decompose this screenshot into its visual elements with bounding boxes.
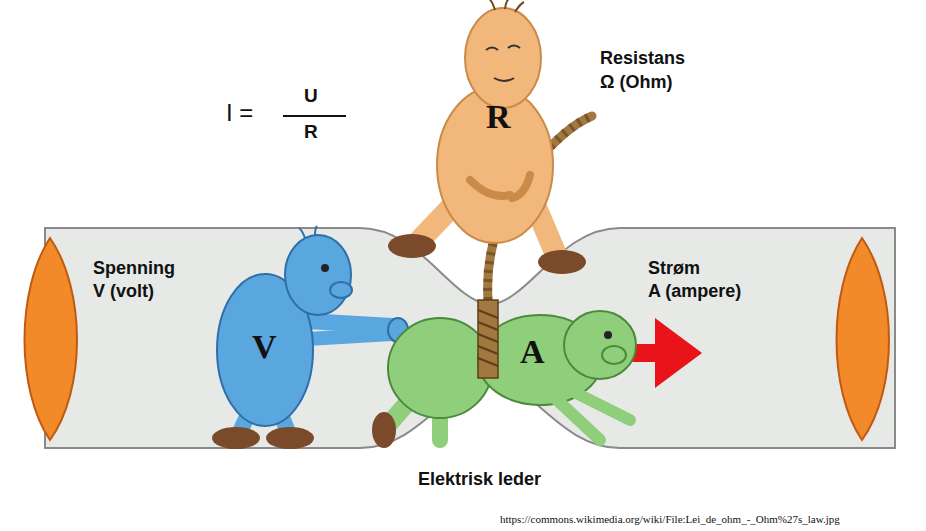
formula-text: U — [304, 85, 318, 107]
conductor-label: Elektrisk leder — [418, 469, 541, 490]
character-figure: A — [370, 290, 660, 462]
unit-label: V (volt) — [93, 281, 154, 302]
quantity-label: Strøm — [648, 258, 700, 279]
figure-outline — [390, 5, 600, 305]
quantity-letter: R — [486, 100, 511, 134]
conductor-tube — [45, 228, 895, 448]
fraction-line — [283, 115, 346, 117]
quantity-label: Spenning — [93, 258, 175, 279]
character-figure: R — [390, 5, 600, 305]
unit-label: A (ampere) — [648, 281, 741, 302]
figure-outline — [370, 290, 660, 462]
quantity-letter: A — [520, 335, 545, 369]
source-url: https://commons.wikimedia.org/wiki/File:… — [500, 513, 840, 526]
quantity-label: Resistans — [600, 48, 685, 69]
unit-label: Ω (Ohm) — [600, 72, 672, 93]
formula-text: I = — [226, 99, 253, 127]
formula-text: R — [304, 121, 318, 143]
tube-end — [25, 238, 78, 440]
quantity-letter: V — [252, 330, 277, 364]
tube-end — [837, 238, 890, 440]
